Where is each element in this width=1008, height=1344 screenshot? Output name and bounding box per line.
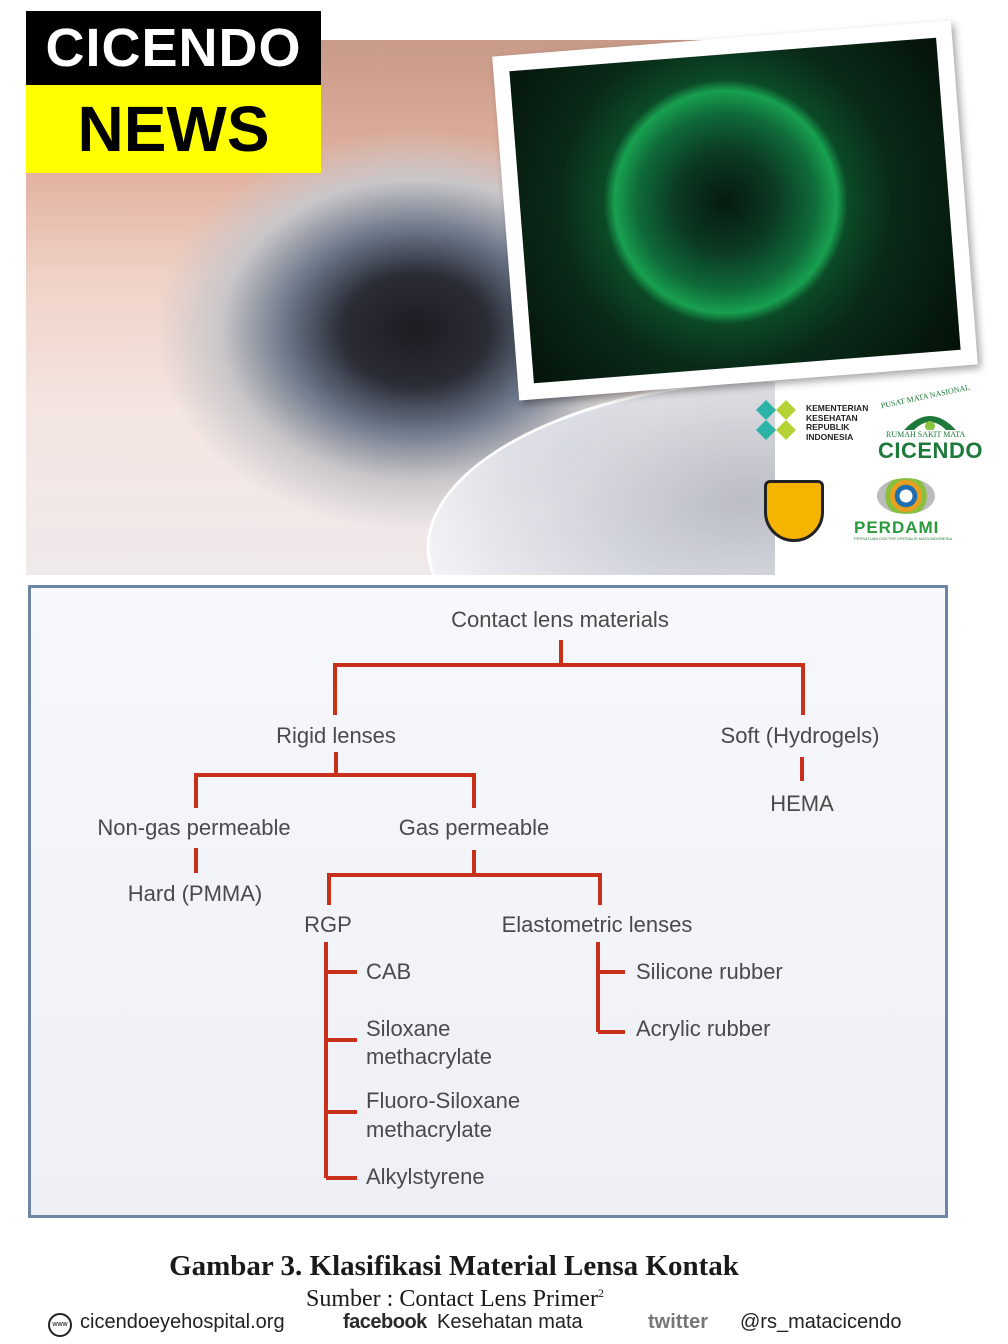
kemenkes-text: KEMENTERIAN KESEHATAN REPUBLIK INDONESIA	[806, 403, 869, 442]
brand-title: CICENDO	[26, 11, 321, 85]
node-hard: Hard (PMMA)	[127, 881, 263, 906]
unpad-logo-icon	[764, 480, 824, 542]
node-rgp: RGP	[304, 912, 352, 937]
kemenkes-line: KEMENTERIAN	[806, 403, 869, 413]
node-fluoro-2: methacrylate	[366, 1117, 492, 1142]
cicendo-name: CICENDO	[878, 438, 983, 463]
twitter-handle-link[interactable]: @rs_matacicendo	[740, 1311, 902, 1333]
kemenkes-line: INDONESIA	[806, 431, 854, 442]
connector-elasto	[596, 942, 625, 1034]
www-icon: www	[48, 1313, 72, 1337]
kemenkes-line: KESEHATAN	[806, 412, 858, 423]
figure-caption: Gambar 3. Klasifikasi Material Lensa Kon…	[169, 1250, 739, 1282]
node-siloxane-2: methacrylate	[366, 1044, 492, 1069]
perdami-sub: PERSATUAN DOKTER SPESIALIS MATA INDONESI…	[854, 536, 953, 541]
node-fluoro-1: Fluoro-Siloxane	[366, 1088, 521, 1113]
perdami-eye-icon	[877, 478, 935, 514]
twitter-icon: twitter	[648, 1311, 708, 1333]
node-acrylic: Acrylic rubber	[636, 1016, 771, 1041]
connector-rgp	[324, 942, 357, 1180]
source-text: Sumber : Contact Lens Primer	[306, 1286, 598, 1312]
brand-subtitle: NEWS	[26, 85, 321, 173]
figure-source: Sumber : Contact Lens Primer2	[306, 1286, 604, 1313]
node-silicone: Silicone rubber	[636, 959, 783, 984]
facebook-page-link[interactable]: Kesehatan mata	[437, 1311, 583, 1333]
cicendo-eye-icon	[904, 416, 956, 430]
materials-diagram	[28, 585, 948, 1218]
node-alkyl: Alkylstyrene	[366, 1164, 485, 1189]
node-non-gas: Non-gas permeable	[97, 815, 291, 840]
perdami-name: PERDAMI	[854, 518, 940, 537]
node-siloxane-1: Siloxane	[366, 1016, 451, 1041]
connector-rigid	[194, 752, 476, 808]
node-soft: Soft (Hydrogels)	[720, 723, 880, 748]
kemenkes-logo-icon	[756, 400, 796, 440]
node-hema: HEMA	[770, 791, 834, 816]
node-elasto: Elastometric lenses	[501, 912, 693, 937]
partner-logos: KEMENTERIAN KESEHATAN REPUBLIK INDONESIA…	[752, 383, 987, 550]
node-root: Contact lens materials	[451, 607, 669, 632]
connector-root	[333, 640, 805, 715]
facebook-icon: facebook	[343, 1311, 427, 1333]
website-link[interactable]: cicendoeyehospital.org	[80, 1311, 285, 1333]
node-cab: CAB	[366, 959, 412, 984]
node-gas: Gas permeable	[398, 815, 550, 840]
kemenkes-line: REPUBLIK	[806, 422, 850, 432]
node-rigid: Rigid lenses	[276, 723, 396, 748]
cicendo-sub: RUMAH SAKIT MATA	[886, 430, 966, 439]
connector-gas	[327, 850, 602, 905]
source-ref: 2	[597, 1286, 604, 1300]
